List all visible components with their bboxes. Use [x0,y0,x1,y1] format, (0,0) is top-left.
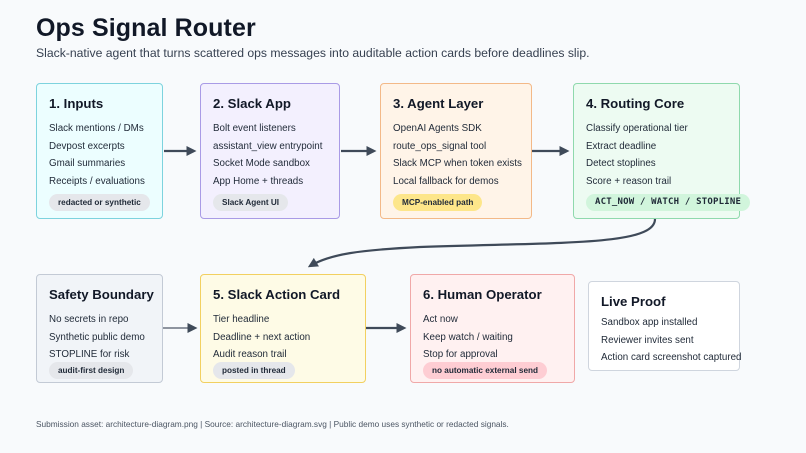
card-routing-core-line: Extract deadline [586,140,657,152]
card-agent-layer: 3. Agent Layer OpenAI Agents SDK route_o… [380,83,532,219]
card-routing-core: 4. Routing Core Classify operational tie… [573,83,751,219]
card-inputs-line: Devpost excerpts [49,140,125,152]
card-slack-action-card: 5. Slack Action Card Tier headline Deadl… [200,274,366,383]
card-routing-core-line: Classify operational tier [586,123,688,134]
card-slack-action-card-line: Tier headline [213,314,270,325]
card-live-proof-line: Reviewer invites sent [601,334,694,346]
card-slack-app-line: Socket Mode sandbox [213,158,310,169]
card-human-operator: 6. Human Operator Act now Keep watch / w… [410,274,575,383]
card-agent-layer-line: Slack MCP when token exists [393,158,522,169]
card-safety-boundary: Safety Boundary No secrets in repo Synth… [36,274,163,383]
card-slack-app-title: 2. Slack App [213,96,291,111]
card-safety-boundary-line: STOPLINE for risk [49,349,130,360]
card-agent-layer-line: route_ops_signal tool [393,140,487,152]
card-slack-action-card-badge: posted in thread [213,362,295,379]
card-routing-core-title: 4. Routing Core [586,96,685,111]
card-slack-app: 2. Slack App Bolt event listeners assist… [200,83,340,219]
card-live-proof: Live Proof Sandbox app installed Reviewe… [588,281,742,371]
card-human-operator-line: Stop for approval [423,349,498,360]
card-inputs-line: Gmail summaries [49,158,126,169]
card-human-operator-line: Keep watch / waiting [423,331,513,343]
card-slack-app-line: assistant_view entrypoint [213,140,323,152]
card-safety-boundary-line: Synthetic public demo [49,331,145,343]
card-human-operator-badge: no automatic external send [423,362,548,379]
card-live-proof-title: Live Proof [601,294,666,309]
card-slack-action-card-title: 5. Slack Action Card [213,287,341,302]
card-inputs-badge: redacted or synthetic [49,194,150,211]
card-live-proof-line: Action card screenshot captured [601,352,742,363]
card-slack-app-badge: Slack Agent UI [213,194,289,211]
card-routing-core-line: Detect stoplines [586,158,656,169]
card-safety-boundary-line: No secrets in repo [49,314,129,325]
card-inputs-line: Slack mentions / DMs [49,123,144,134]
card-inputs: 1. Inputs Slack mentions / DMs Devpost e… [36,83,163,219]
footer-caption: Submission asset: architecture-diagram.p… [36,419,509,429]
card-routing-core-line: Score + reason trail [586,175,672,187]
card-human-operator-line: Act now [423,314,458,325]
arrow-routing-core-to-action-card [307,218,657,268]
card-agent-layer-title: 3. Agent Layer [393,96,484,111]
card-safety-boundary-badge: audit-first design [49,362,134,379]
card-inputs-line: Receipts / evaluations [49,175,145,187]
card-slack-app-line: App Home + threads [213,175,304,187]
card-agent-layer-line: OpenAI Agents SDK [393,123,482,134]
card-routing-core-badge: ACT_NOW / WATCH / STOPLINE [586,194,751,211]
card-agent-layer-badge: MCP-enabled path [393,194,483,211]
card-agent-layer-line: Local fallback for demos [393,175,499,187]
page-subtitle: Slack-native agent that turns scattered … [36,46,590,60]
page-title: Ops Signal Router [36,14,256,42]
card-inputs-title: 1. Inputs [49,96,104,111]
card-slack-app-line: Bolt event listeners [213,123,296,134]
card-safety-boundary-title: Safety Boundary [49,287,154,302]
card-slack-action-card-line: Deadline + next action [213,331,311,343]
card-human-operator-title: 6. Human Operator [423,287,542,302]
card-live-proof-line: Sandbox app installed [601,317,698,328]
card-slack-action-card-line: Audit reason trail [213,349,287,360]
